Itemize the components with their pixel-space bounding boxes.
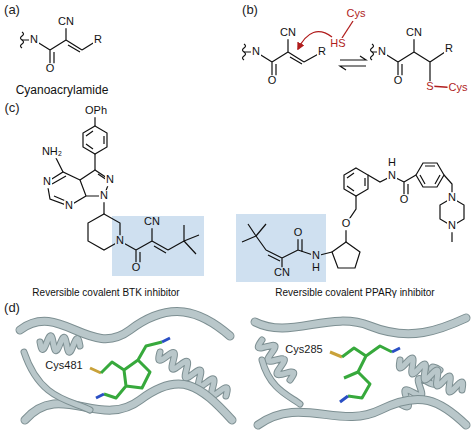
atom-label: O xyxy=(293,227,304,239)
helix-edge xyxy=(399,358,462,392)
ribbon-edge xyxy=(25,384,232,420)
protein-view xyxy=(20,312,232,420)
atom-label: CN xyxy=(279,27,297,39)
ribbon xyxy=(20,312,230,339)
structure-bonds xyxy=(21,22,99,68)
ribbon-edge xyxy=(20,312,230,339)
atom-label: N xyxy=(115,235,125,247)
panel-letter: (a) xyxy=(3,3,21,17)
atom-label: N xyxy=(311,250,321,262)
atom-label: N xyxy=(251,46,261,58)
ribbon-edge xyxy=(258,399,466,425)
ribbon xyxy=(24,352,90,410)
structure-caption: Reversible covalent BTK inhibitor xyxy=(31,288,180,299)
structure-caption: Reversible covalent PPARγ inhibitor xyxy=(274,288,435,299)
ligand-sticks xyxy=(342,346,392,398)
atom-label: N xyxy=(64,200,74,212)
cysteine-label: HS xyxy=(329,38,346,50)
atom-label: N xyxy=(377,46,387,58)
phenyl-ring xyxy=(83,126,107,154)
cyclopentane-ring xyxy=(332,242,360,268)
atom-label: N xyxy=(99,190,109,202)
residue-label: Cys481 xyxy=(44,360,83,372)
warhead-highlight xyxy=(236,214,326,282)
ligand-sticks xyxy=(101,342,162,398)
atom-label: CN xyxy=(405,27,423,39)
atom-label: N xyxy=(387,170,397,182)
warhead-highlight xyxy=(112,216,204,276)
ribbon xyxy=(262,360,300,404)
ligand-sticks xyxy=(340,348,400,402)
panel-letter: (d) xyxy=(3,301,21,315)
atom-label: N xyxy=(447,220,457,232)
panel-letter: (c) xyxy=(3,101,20,115)
structure-caption: Cyanoacrylamide xyxy=(15,84,110,97)
bond-lines xyxy=(120,222,199,268)
atom-label: R xyxy=(444,43,454,55)
atom-label: CN xyxy=(273,267,291,279)
cysteine-label: Cys xyxy=(448,82,469,94)
equilibrium-arrows xyxy=(340,56,366,70)
atom-label: NH₂ xyxy=(41,146,63,158)
atom-label: OPh xyxy=(84,105,108,117)
atom-label: O xyxy=(267,75,278,87)
helix xyxy=(399,358,462,392)
structure-bonds xyxy=(47,112,199,268)
atom-label: H xyxy=(387,157,397,169)
cysteine-label: S xyxy=(425,81,434,93)
atom-label: CN xyxy=(57,16,75,28)
piperazine-ring xyxy=(440,198,464,242)
bond-lines xyxy=(22,22,98,68)
residue-label: Cys285 xyxy=(284,344,323,356)
protein-view xyxy=(255,318,466,425)
bond-lines xyxy=(55,156,104,214)
atom-label: N xyxy=(105,174,115,186)
atom-label: H xyxy=(311,262,321,274)
cysteine-stick xyxy=(330,352,342,357)
atom-label: O xyxy=(131,262,142,274)
atom-label: N xyxy=(447,192,457,204)
ribbon-edge xyxy=(255,318,466,334)
benzene-ring xyxy=(344,168,368,196)
panel-letter: (b) xyxy=(241,3,259,17)
atom-label: O xyxy=(45,63,56,75)
structure-bonds xyxy=(243,34,449,86)
ribbon xyxy=(25,384,232,420)
cysteine-bond xyxy=(342,21,353,38)
structure-bonds xyxy=(242,163,464,272)
bond-lines xyxy=(94,154,95,170)
cysteine-label: Cys xyxy=(346,8,367,20)
ribbon xyxy=(255,318,466,334)
atom-label: R xyxy=(317,46,327,58)
atom-label: N xyxy=(42,176,52,188)
ligand-sticks xyxy=(96,338,170,398)
ribbon xyxy=(258,399,466,425)
cysteine-bonds xyxy=(298,21,458,88)
atom-label: N xyxy=(29,34,39,46)
ribbon-group xyxy=(255,318,466,425)
helix xyxy=(40,336,80,352)
bond-lines xyxy=(372,34,448,86)
benzene-ring xyxy=(416,163,444,187)
bond-lines xyxy=(244,34,322,80)
atom-label: O xyxy=(393,75,404,87)
atom-label: O xyxy=(341,218,352,230)
ribbon-edge xyxy=(24,352,90,410)
atom-label: O xyxy=(399,194,410,206)
atom-label: R xyxy=(93,34,103,46)
atom-label: CN xyxy=(143,216,161,228)
helix-edge xyxy=(40,336,80,352)
ribbon-edge xyxy=(262,360,300,404)
ribbon-group xyxy=(20,312,232,420)
cysteine-stick xyxy=(90,368,101,373)
